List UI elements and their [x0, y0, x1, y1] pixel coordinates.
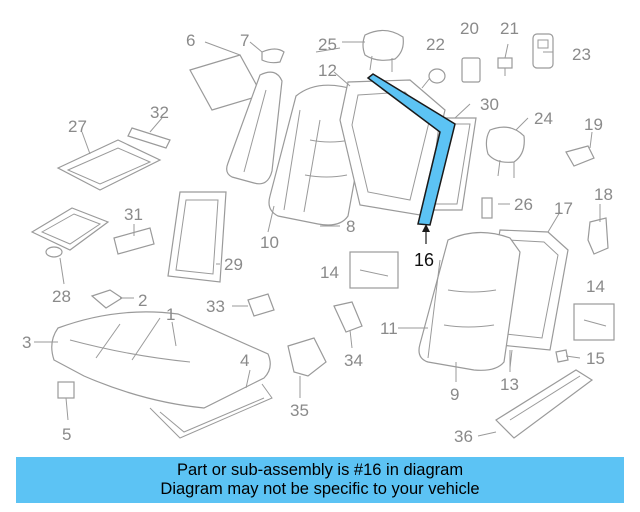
- callout-7: 7: [240, 31, 249, 50]
- callout-36: 36: [454, 427, 473, 446]
- part-21: [497, 57, 513, 76]
- part-33: [247, 293, 275, 317]
- callout-5: 5: [62, 425, 71, 444]
- part-22: [428, 68, 446, 84]
- part-31: [113, 227, 155, 255]
- part-35: [287, 337, 327, 377]
- part-9: [418, 231, 521, 371]
- callout-labels: 1 2 3 4 5 6 7 8 9 10 11 12 13 14 14 15 1…: [22, 19, 613, 446]
- callout-27: 27: [68, 117, 87, 136]
- info-banner: Part or sub-assembly is #16 in diagram D…: [16, 457, 624, 503]
- callout-13: 13: [500, 375, 519, 394]
- part-29: [167, 191, 227, 283]
- callout-1: 1: [166, 305, 175, 324]
- part-19: [565, 145, 595, 167]
- callout-30: 30: [480, 95, 499, 114]
- callout-24: 24: [534, 109, 553, 128]
- callout-35: 35: [290, 401, 309, 420]
- callout-3: 3: [22, 333, 31, 352]
- callout-32: 32: [150, 103, 169, 122]
- callout-8: 8: [346, 217, 355, 236]
- callout-9: 9: [450, 385, 459, 404]
- callout-12: 12: [318, 61, 337, 80]
- part-27: [56, 139, 162, 191]
- part-18: [587, 217, 609, 255]
- callout-2: 2: [138, 291, 147, 310]
- callout-26: 26: [514, 195, 533, 214]
- callout-16: 16: [414, 250, 434, 270]
- callout-18: 18: [594, 185, 613, 204]
- part-36: [495, 369, 594, 439]
- part-2: [90, 289, 124, 309]
- callout-14a: 14: [320, 263, 339, 282]
- callout-20: 20: [460, 19, 479, 38]
- callout-14b: 14: [586, 277, 605, 296]
- callout-33: 33: [206, 297, 225, 316]
- part-25: [362, 29, 404, 72]
- side-bolster: [226, 71, 283, 185]
- part-16-highlight: [366, 73, 456, 226]
- leader-16: [422, 224, 430, 244]
- callout-25: 25: [318, 35, 337, 54]
- part-14-box-left: [349, 251, 399, 289]
- callout-19: 19: [584, 115, 603, 134]
- callout-11: 11: [380, 319, 398, 338]
- part-20: [461, 57, 481, 83]
- part-24: [485, 126, 525, 178]
- leader-lines: [34, 41, 601, 437]
- callout-6: 6: [186, 31, 195, 50]
- part-34: [333, 301, 363, 333]
- part-14-box-right: [573, 303, 615, 341]
- callout-31: 31: [124, 205, 143, 224]
- callout-4: 4: [240, 351, 249, 370]
- part-4: [149, 383, 273, 439]
- callout-28: 28: [52, 287, 71, 306]
- part-28: [30, 207, 110, 258]
- callout-29: 29: [224, 255, 243, 274]
- part-32: [127, 127, 171, 149]
- part-7: [261, 48, 285, 64]
- part-15: [555, 349, 569, 363]
- callout-21: 21: [500, 19, 519, 38]
- callout-34: 34: [344, 351, 363, 370]
- part-1: [51, 311, 271, 409]
- part-23: [532, 33, 554, 69]
- part-5: [57, 381, 75, 399]
- part-26: [481, 197, 493, 219]
- banner-line-2: Diagram may not be specific to your vehi…: [160, 480, 480, 498]
- callout-22: 22: [426, 35, 445, 54]
- callout-10: 10: [260, 233, 279, 252]
- callout-23: 23: [572, 45, 591, 64]
- banner-line-1: Part or sub-assembly is #16 in diagram: [176, 461, 464, 479]
- callout-17: 17: [554, 199, 573, 218]
- callout-15: 15: [586, 349, 605, 368]
